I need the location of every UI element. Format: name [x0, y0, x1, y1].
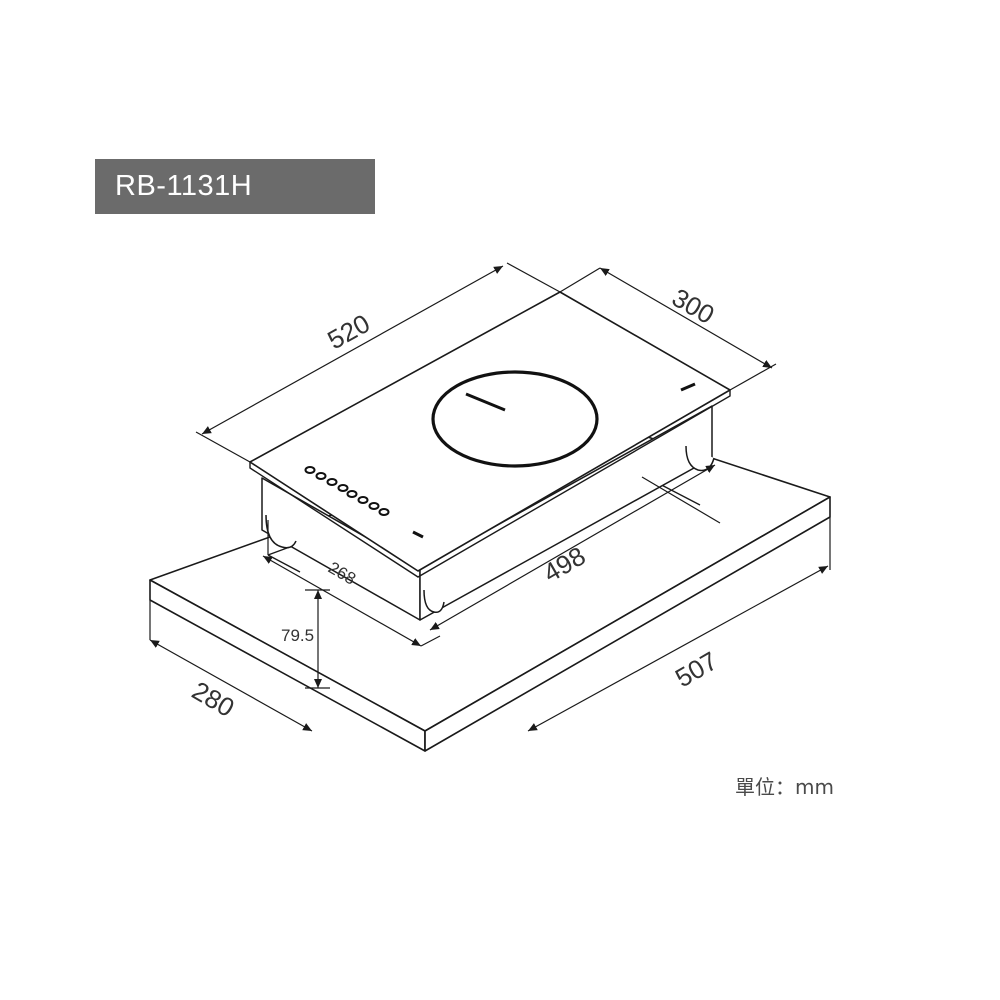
dimension-label-507: 507: [670, 646, 723, 694]
control-button: [337, 484, 349, 492]
dimension-498: [420, 464, 721, 647]
dimension-280: [149, 600, 426, 751]
control-button: [346, 490, 358, 498]
unit-note: 單位：mm: [735, 775, 834, 799]
dimension-300: [559, 267, 777, 391]
control-button: [368, 502, 380, 510]
dimension-507: [527, 517, 831, 732]
control-button: [315, 472, 327, 480]
control-panel: [304, 466, 390, 516]
control-button: [357, 496, 369, 504]
brand-mark-right: [680, 382, 696, 392]
dimension-520: [195, 262, 561, 463]
control-button: [378, 508, 390, 516]
control-button: [326, 478, 338, 486]
dimension-label-280: 280: [187, 675, 240, 723]
brand-mark: [412, 530, 424, 539]
control-button: [304, 466, 316, 474]
dimension-268: [262, 520, 422, 647]
dimension-label-520: 520: [322, 308, 374, 355]
model-title: RB-1131H: [95, 159, 375, 214]
dimension-label-79-5: 79.5: [281, 626, 314, 645]
dimension-label-300: 300: [667, 282, 720, 330]
